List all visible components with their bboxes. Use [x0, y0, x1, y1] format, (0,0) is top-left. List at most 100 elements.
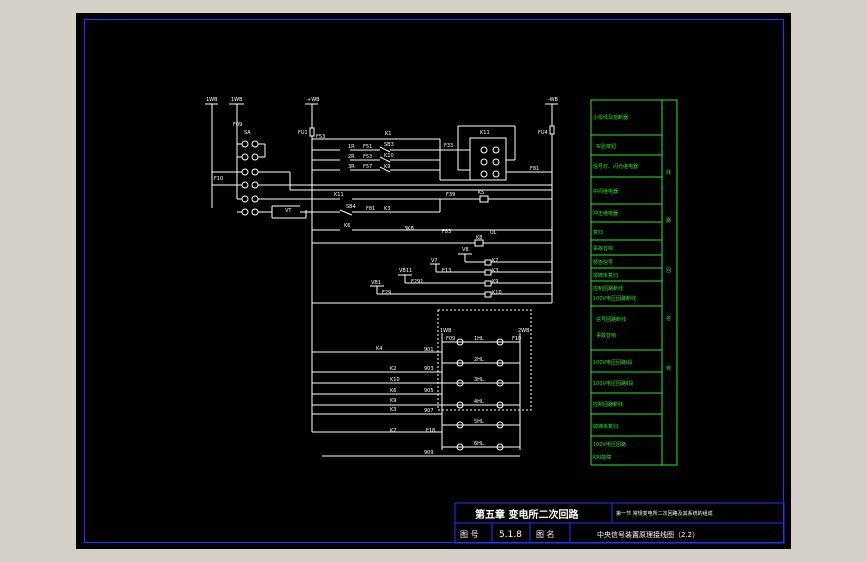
f83-label: F83	[442, 229, 451, 235]
k5-label: K5	[478, 190, 484, 196]
sa-switch: SA	[212, 130, 290, 216]
k11-label: K11	[480, 130, 490, 136]
k2-label: K2	[390, 366, 396, 372]
chapter-title: 第五章 变电所二次回路	[475, 508, 579, 521]
vb11-label: VB11	[399, 268, 412, 274]
k3-label-right: K3	[492, 268, 498, 274]
3r-label: 3R	[348, 164, 355, 170]
legend-item-1: 实验按钮	[596, 143, 616, 150]
f39-label: F39	[446, 192, 455, 198]
k9-label-top: K9	[384, 164, 390, 170]
f10-label: F10	[214, 176, 223, 182]
f291-label: F291	[411, 279, 423, 285]
f29-label: F29	[382, 290, 391, 296]
sb4-label: SB4	[346, 204, 356, 210]
legend-item-0: 小母线及熔断器	[593, 114, 628, 121]
legend-item-12: 事故音响	[596, 332, 616, 339]
k1-label: K1	[385, 131, 391, 137]
fu-label-2: F09	[233, 122, 242, 128]
fig-name-label: 图 名	[536, 529, 555, 539]
legend-item-6: 事故音响	[593, 245, 613, 252]
f09-label: F09	[446, 336, 455, 342]
f51-label: F51	[363, 144, 372, 150]
3hl-label: 3HL	[474, 377, 484, 383]
bus-label-r1: -WB	[548, 97, 559, 103]
fu-label-1: FU1	[298, 130, 308, 136]
legend-item-8: 掉牌未复归	[593, 272, 618, 279]
6hl-label: 6HL	[474, 441, 484, 447]
f53-label: F53	[363, 154, 372, 160]
k10-label-right: K10	[492, 290, 502, 296]
drawing-sheet	[76, 13, 791, 549]
legend-item-16: 控制回路断线	[593, 401, 623, 408]
legend-side-2: 回	[666, 268, 671, 274]
903-label: 903	[424, 366, 434, 372]
5hl-label: 5HL	[474, 419, 484, 425]
k11-label-mid: K11	[334, 192, 344, 198]
k10-label-top: K10	[384, 153, 394, 159]
legend-table	[590, 99, 678, 466]
title-block	[454, 502, 785, 544]
f31-label: F81	[530, 166, 539, 172]
v7-label: V7	[431, 258, 438, 264]
2hl-label: 2HL	[474, 357, 484, 363]
907-label: 907	[424, 408, 434, 414]
relay-rows-middle	[265, 195, 552, 304]
2kb-label: 3KB	[404, 226, 414, 232]
legend-item-7: 预告信号	[593, 259, 613, 266]
k9-label-right: K9	[492, 279, 498, 285]
svg-text:SA: SA	[244, 130, 251, 136]
905-label: 905	[424, 388, 434, 394]
legend-item-18: 100V电压回路	[593, 441, 626, 448]
legend-item-5: 复归	[593, 229, 603, 236]
fig-name: 中央信号装置原理接线图（2.2）	[597, 530, 699, 539]
legend-item-14: 100V电压回路Ⅰ段	[593, 359, 632, 366]
ul-label: UL	[490, 230, 497, 236]
legend-item-10: 100V电压回路断线	[593, 295, 636, 302]
k10-label-lamp: K10	[390, 377, 400, 383]
k8-label: K8	[476, 235, 482, 241]
legend-item-3: 中间继电器	[593, 188, 618, 195]
k4-label: K4	[376, 346, 382, 352]
legend-item-2: 信号灯、闪光继电器	[593, 163, 638, 170]
vb1-label: VB1	[371, 280, 381, 286]
drawing-frame	[84, 19, 784, 543]
fig-no: 5.1.8	[499, 530, 522, 540]
k6-label: K6	[344, 223, 350, 229]
f13-label: F13	[442, 268, 451, 274]
2r-label: 2R	[348, 154, 355, 160]
k9-label-lamp: K9	[390, 398, 396, 404]
909-label: 909	[424, 450, 434, 456]
relay-rows-top	[289, 125, 552, 191]
bus-label-l2: 1WB	[231, 97, 243, 103]
legend-item-4: 冲击继电器	[593, 210, 618, 217]
f33-label: F33	[444, 143, 453, 149]
1r-label: 1R	[348, 144, 355, 150]
legend-side-4: 称	[666, 365, 671, 372]
bus-label-l1: 1WB	[206, 97, 218, 103]
lamp-bus-2: 2WB	[518, 328, 530, 334]
bus-lines	[205, 103, 558, 432]
legend-side-3: 名	[666, 315, 671, 322]
k3-label-mid: K3	[384, 206, 390, 212]
legend-item-11: 信号回路断线	[596, 316, 626, 323]
signal-lamp-section	[312, 309, 532, 457]
section-title: 第一节 常规变电所二次回路及其系统的组成	[616, 510, 713, 517]
fu-label-3: F53	[316, 134, 325, 140]
k3-label-lamp: K3	[390, 407, 396, 413]
v8-label: V8	[462, 247, 469, 253]
k7-label-lamp: K7	[390, 428, 396, 434]
f81-label: F81	[366, 206, 375, 212]
fu-label-4: FU4	[538, 130, 548, 136]
legend-side-0: 线	[666, 169, 671, 176]
lamp-bus-1: 1WB	[440, 328, 452, 334]
4hl-label: 4HL	[474, 399, 484, 405]
vt-label: VT	[285, 208, 292, 214]
legend-item-9: 控制回路断线	[593, 285, 623, 292]
legend-item-19: KRI故障	[593, 454, 611, 461]
f10-label-lamp: F10	[512, 336, 521, 342]
legend-item-15: 100V电压回路Ⅱ段	[593, 380, 633, 387]
legend-item-17: 掉牌未复归	[593, 423, 618, 430]
k6-label-lamp: K6	[390, 388, 396, 394]
sb3-label: SB3	[384, 142, 394, 148]
